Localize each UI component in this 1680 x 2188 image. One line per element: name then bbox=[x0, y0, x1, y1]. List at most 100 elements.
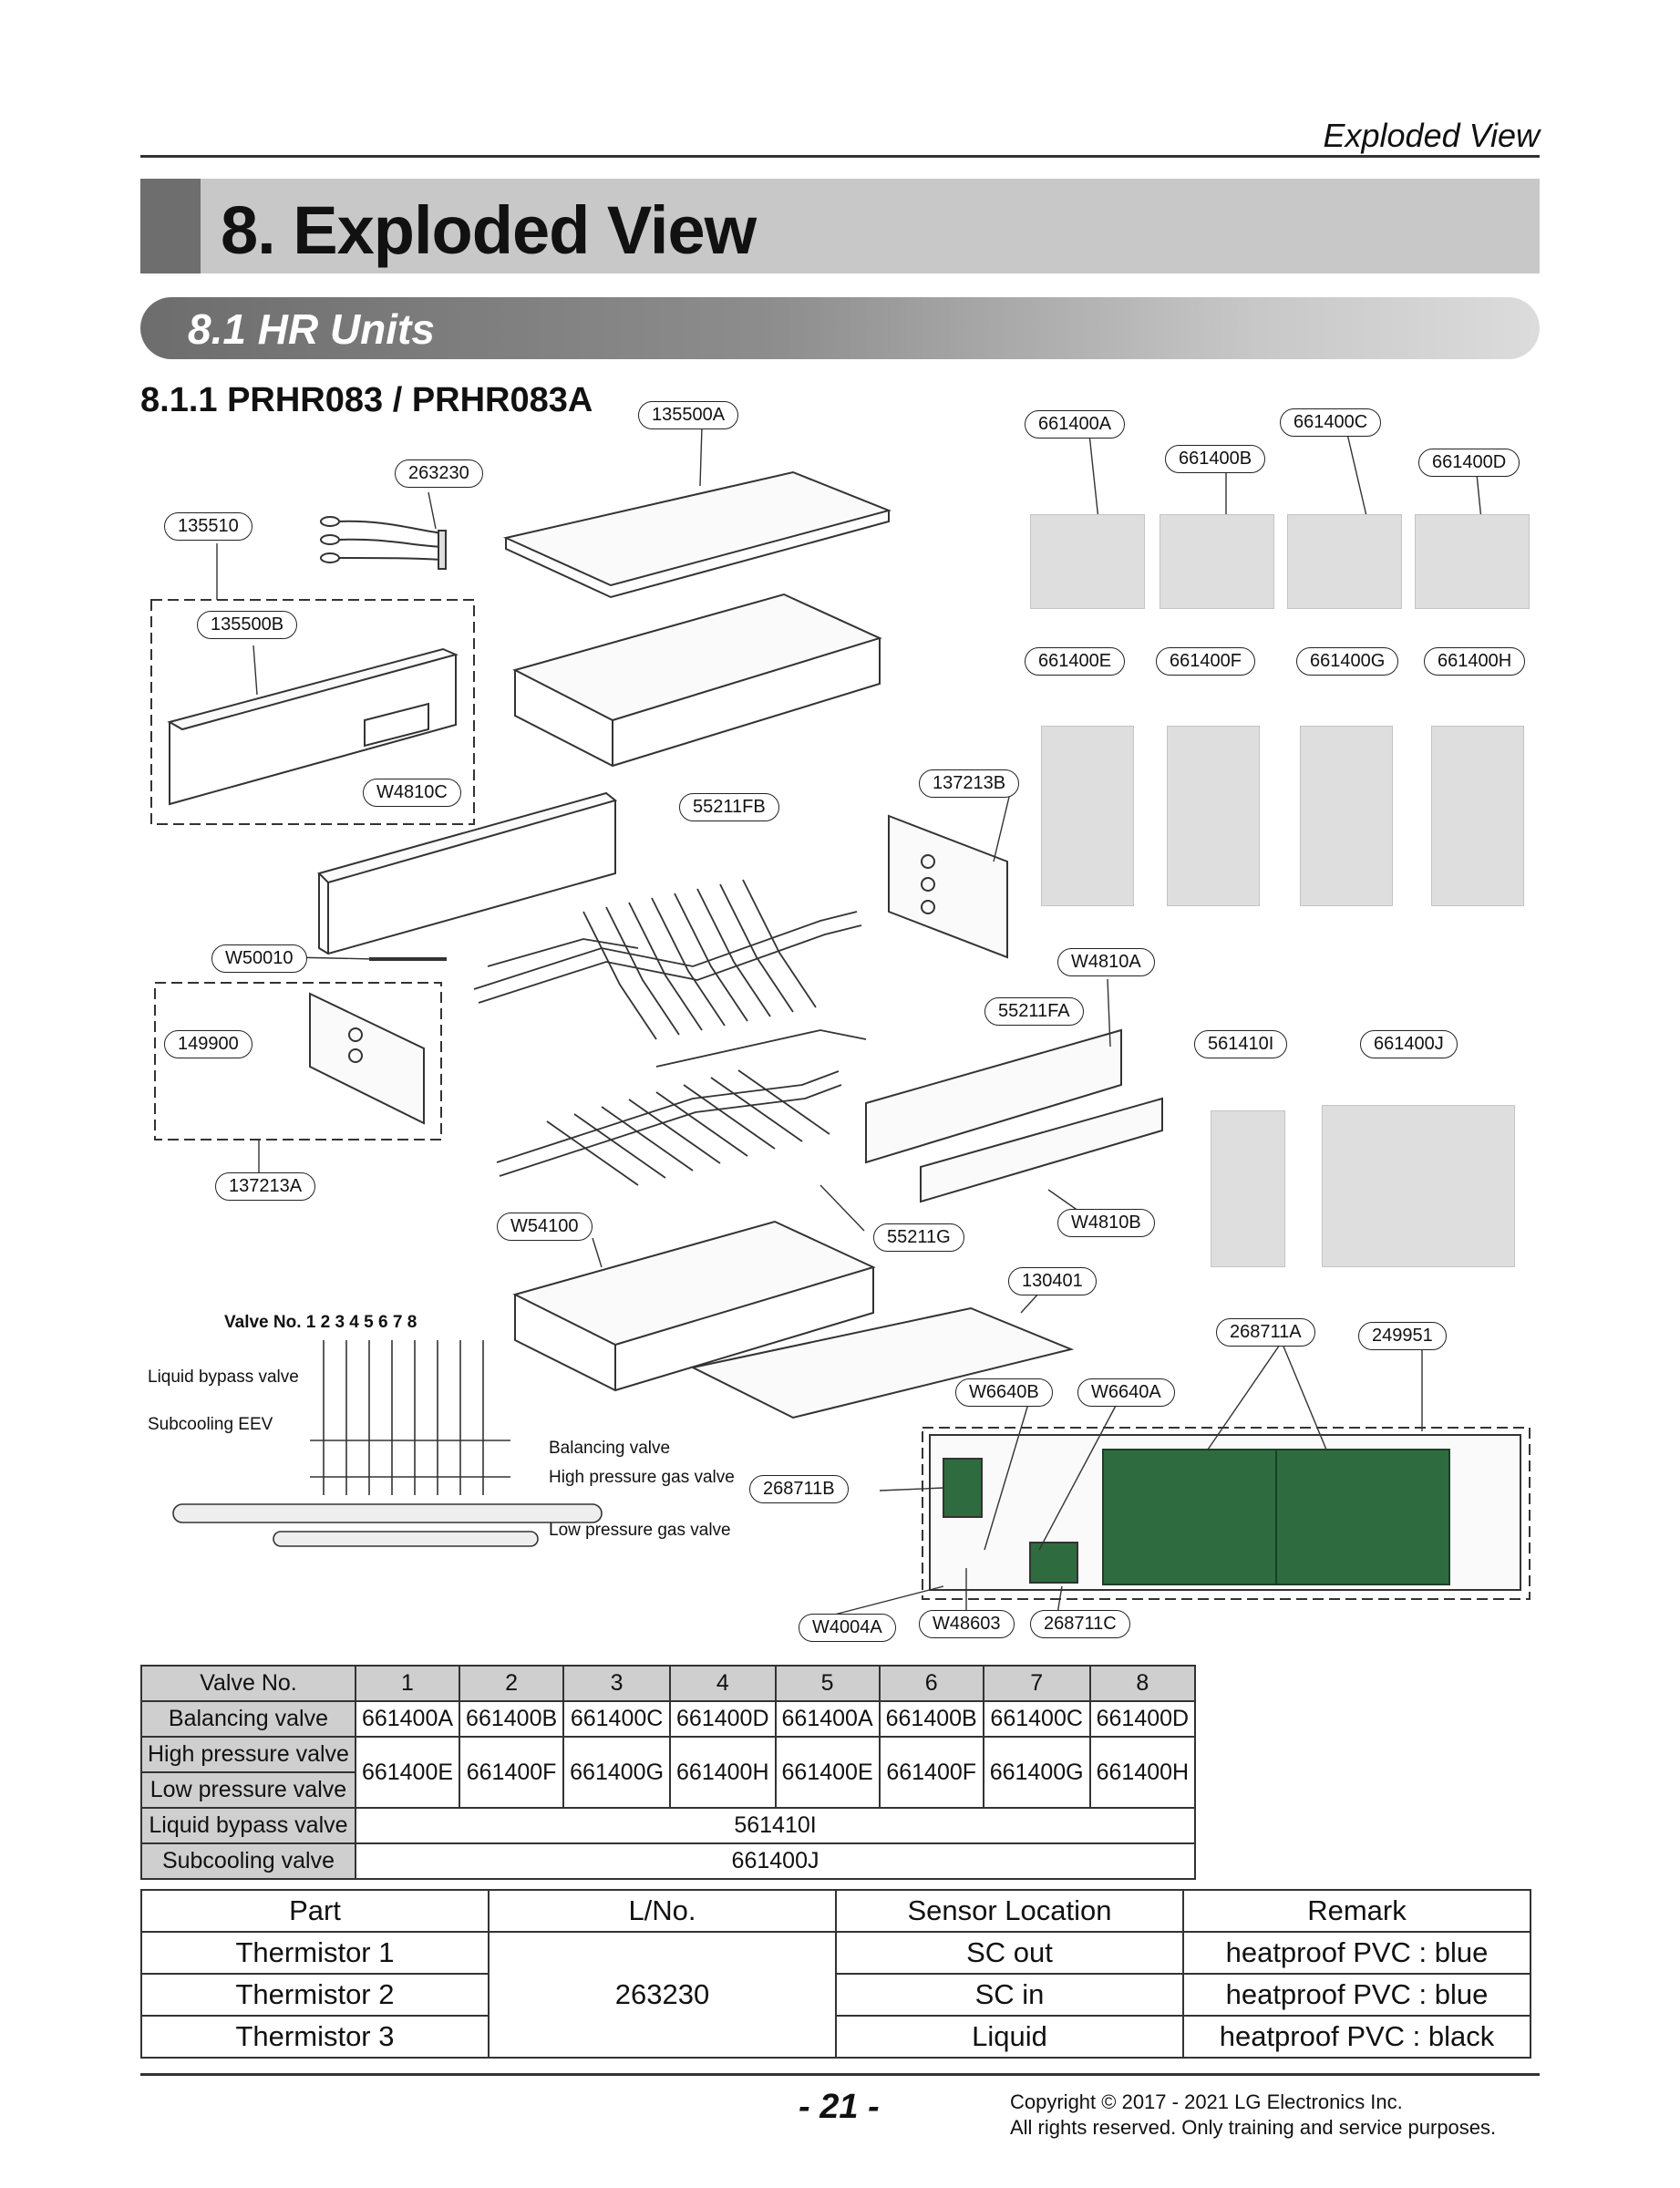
harness-photo-561410I bbox=[1211, 1110, 1285, 1267]
high-pressure-valve-row: High pressure valve 661400E 661400F 6614… bbox=[140, 1736, 1197, 1809]
table-cell: Thermistor 3 bbox=[140, 2015, 490, 2059]
low-pressure-valve-label: Low pressure gas valve bbox=[549, 1521, 731, 1540]
callout-249951: 249951 bbox=[1358, 1322, 1447, 1350]
valve-schematic bbox=[172, 1340, 603, 1547]
subcooling-row: Subcooling valve 661400J bbox=[140, 1842, 1197, 1880]
table-header-cell: 8 bbox=[1088, 1665, 1197, 1702]
harness-photo-661400B bbox=[1160, 514, 1274, 609]
control-box-detail bbox=[922, 1427, 1531, 1600]
table-row: Thermistor 2 SC in heatproof PVC : blue bbox=[140, 1973, 1531, 2017]
callout-268711C: 268711C bbox=[1030, 1610, 1130, 1638]
table-header-cell: Valve No. bbox=[140, 1665, 356, 1702]
table-cell: 661400G bbox=[562, 1736, 672, 1809]
row-label: Subcooling valve bbox=[140, 1842, 356, 1880]
harness-photo-661400C bbox=[1287, 514, 1402, 609]
harness-photo-661400H bbox=[1431, 726, 1524, 906]
callout-135500A: 135500A bbox=[638, 401, 739, 429]
table-cell: 661400A bbox=[354, 1700, 461, 1738]
callout-661400E: 661400E bbox=[1025, 647, 1126, 676]
table-header-cell: 5 bbox=[774, 1665, 881, 1702]
callout-W4810C: W4810C bbox=[363, 779, 461, 807]
callout-W54100: W54100 bbox=[497, 1213, 593, 1241]
callout-661400J: 661400J bbox=[1360, 1030, 1458, 1058]
thermistor-part bbox=[320, 516, 447, 570]
lower-pipe-assembly bbox=[496, 1069, 842, 1186]
table-cell: 661400C bbox=[562, 1700, 672, 1738]
callout-55211FB: 55211FB bbox=[679, 793, 779, 821]
table-header-cell: 2 bbox=[459, 1665, 565, 1702]
row-label: Low pressure valve bbox=[140, 1771, 356, 1809]
upper-pipe-assembly bbox=[473, 879, 867, 1068]
table-cell: heatproof PVC : black bbox=[1182, 2015, 1531, 2059]
drain-cover-part bbox=[512, 593, 882, 768]
callout-661400G: 661400G bbox=[1296, 647, 1399, 676]
copyright-text: Copyright © 2017 - 2021 LG Electronics I… bbox=[1010, 2090, 1403, 2113]
row-label: Balancing valve bbox=[140, 1700, 356, 1738]
drain-pan-part bbox=[512, 1220, 876, 1392]
table-cell: heatproof PVC : blue bbox=[1182, 1931, 1531, 1975]
callout-W50010: W50010 bbox=[211, 944, 307, 973]
callout-268711B: 268711B bbox=[749, 1475, 849, 1503]
high-pressure-valve-label: High pressure gas valve bbox=[549, 1468, 735, 1487]
table-cell: 661400H bbox=[1088, 1736, 1197, 1809]
table-cell: 263230 bbox=[488, 1931, 837, 2059]
liquid-bypass-row: Liquid bypass valve 561410I bbox=[140, 1807, 1197, 1844]
control-box-part bbox=[929, 1434, 1521, 1591]
callout-661400B: 661400B bbox=[1165, 445, 1266, 473]
low-pressure-valve-row: Low pressure valve bbox=[140, 1771, 1195, 1809]
table-cell: 661400E bbox=[774, 1736, 881, 1809]
table-cell: 661400A bbox=[774, 1700, 881, 1738]
table-header-cell: Sensor Location bbox=[835, 1889, 1184, 1933]
table-cell: SC in bbox=[835, 1973, 1184, 2017]
callout-W4810B: W4810B bbox=[1057, 1209, 1155, 1237]
table-cell: 661400E bbox=[354, 1736, 461, 1809]
table-header-cell: 7 bbox=[982, 1665, 1091, 1702]
callout-149900: 149900 bbox=[164, 1030, 253, 1058]
side-panel-part bbox=[888, 814, 1008, 959]
callout-W4004A: W4004A bbox=[799, 1614, 896, 1642]
row-label: High pressure valve bbox=[140, 1736, 356, 1773]
table-cell: 661400D bbox=[1088, 1700, 1197, 1738]
balancing-valve-row: Balancing valve 661400A 661400B 661400C … bbox=[140, 1700, 1197, 1738]
subcooling-eev-label: Subcooling EEV bbox=[148, 1415, 273, 1434]
harness-photo-661400A bbox=[1030, 514, 1145, 609]
callout-661400A: 661400A bbox=[1025, 410, 1126, 439]
model-heading: 8.1.1 PRHR083 / PRHR083A bbox=[140, 381, 593, 419]
callout-W6640A: W6640A bbox=[1077, 1378, 1175, 1407]
table-cell: 661400F bbox=[878, 1736, 984, 1809]
table-header-cell: Part bbox=[140, 1889, 490, 1933]
table-header-cell: 1 bbox=[354, 1665, 461, 1702]
table-cell: 561410I bbox=[354, 1807, 1197, 1844]
rights-text: All rights reserved. Only training and s… bbox=[1010, 2116, 1497, 2139]
table-cell: 661400B bbox=[459, 1700, 565, 1738]
table-header-cell: 3 bbox=[562, 1665, 672, 1702]
table-cell: 661400C bbox=[982, 1700, 1091, 1738]
table-cell: Liquid bbox=[835, 2015, 1184, 2059]
table-row: Thermistor 3 Liquid heatproof PVC : blac… bbox=[140, 2015, 1531, 2059]
callout-268711A: 268711A bbox=[1216, 1318, 1315, 1347]
chapter-title-bar: 8. Exploded View bbox=[140, 179, 1540, 274]
callout-137213A: 137213A bbox=[215, 1172, 316, 1201]
bottom-plate-part bbox=[689, 1306, 1075, 1419]
table-cell: 661400F bbox=[459, 1736, 565, 1809]
callout-W48603: W48603 bbox=[919, 1610, 1015, 1638]
callout-135510: 135510 bbox=[164, 512, 253, 541]
harness-photo-661400D bbox=[1415, 514, 1530, 609]
callout-W6640B: W6640B bbox=[955, 1378, 1053, 1407]
harness-photo-661400E bbox=[1041, 726, 1134, 906]
valve-number-label: Valve No. 1 2 3 4 5 6 7 8 bbox=[224, 1313, 417, 1332]
sensor-table-header-row: Part L/No. Sensor Location Remark bbox=[140, 1889, 1531, 1933]
callout-137213B: 137213B bbox=[919, 769, 1020, 798]
valve-table-header-row: Valve No. 1 2 3 4 5 6 7 8 bbox=[140, 1665, 1197, 1702]
table-cell: SC out bbox=[835, 1931, 1184, 1975]
left-side-panel-part bbox=[309, 992, 425, 1125]
callout-135500B: 135500B bbox=[197, 611, 298, 639]
table-cell: Thermistor 2 bbox=[140, 1973, 490, 2017]
page-number: - 21 - bbox=[799, 2088, 880, 2126]
balancing-valve-label: Balancing valve bbox=[549, 1439, 671, 1458]
table-header-cell: 6 bbox=[878, 1665, 984, 1702]
table-cell: heatproof PVC : blue bbox=[1182, 1973, 1531, 2017]
running-header: Exploded View bbox=[1323, 117, 1541, 154]
harness-photo-661400J bbox=[1322, 1105, 1515, 1267]
